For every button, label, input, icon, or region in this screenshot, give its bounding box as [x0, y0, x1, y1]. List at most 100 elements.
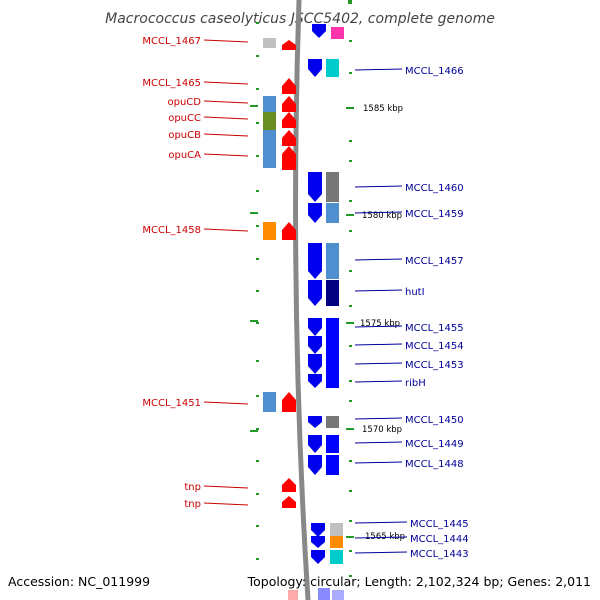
left-gene-leader [203, 153, 249, 157]
right-gene-category-box [326, 435, 339, 453]
minor-tick [349, 345, 352, 347]
right-gene-category-box [326, 336, 339, 354]
major-tick [250, 320, 258, 322]
major-tick [346, 322, 354, 324]
left-gene-arrow [282, 96, 296, 112]
right-gene-label: hutI [405, 287, 425, 298]
minor-tick [256, 525, 259, 527]
left-gene-label: MCCL_1465 [142, 78, 201, 89]
left-gene-leader [203, 133, 249, 137]
minor-tick [349, 575, 352, 577]
left-gene-label: opuCA [168, 150, 201, 161]
left-gene-arrow [282, 146, 296, 170]
minor-tick [256, 493, 259, 495]
left-gene-label: opuCD [168, 97, 202, 108]
right-gene-category-box [326, 243, 339, 279]
minor-tick [256, 428, 259, 430]
left-gene-category-box [263, 222, 276, 240]
left-gene-label: MCCL_1451 [142, 398, 201, 409]
right-gene-category-box [326, 354, 339, 374]
right-gene-leader [354, 417, 403, 420]
left-gene-leader [203, 485, 249, 489]
left-gene-arrow [282, 40, 296, 50]
right-gene-leader [354, 258, 403, 261]
minor-tick [349, 400, 352, 402]
minor-tick [349, 200, 352, 202]
left-gene-leader [203, 39, 249, 43]
right-gene-leader [354, 380, 403, 383]
right-gene-arrow [308, 435, 322, 453]
left-gene-label: MCCL_1467 [142, 36, 201, 47]
left-gene-category-box [263, 96, 276, 112]
minor-tick [256, 225, 259, 227]
left-gene-leader [203, 81, 249, 85]
right-gene-arrow [308, 455, 322, 475]
minor-tick [349, 380, 352, 382]
left-gene-label: opuCC [168, 113, 201, 124]
minor-tick [348, 0, 352, 4]
left-gene-label: tnp [184, 482, 201, 493]
minor-tick [256, 360, 259, 362]
right-gene-category-box [326, 280, 339, 306]
topology-label: Topology: circular; Length: 2,102,324 bp… [247, 574, 591, 589]
right-gene-category-box [326, 59, 339, 77]
right-gene-arrow [308, 374, 322, 388]
major-tick [250, 430, 258, 432]
right-gene-category-box [330, 536, 343, 548]
minor-tick [256, 258, 259, 260]
right-gene-leader [354, 325, 403, 328]
right-gene-label: MCCL_1457 [405, 256, 464, 267]
right-gene-label: MCCL_1454 [405, 341, 464, 352]
right-gene-leader [354, 536, 408, 539]
minor-tick [256, 460, 259, 462]
right-gene-arrow-partial [318, 588, 330, 600]
right-gene-label: MCCL_1444 [410, 534, 469, 545]
right-gene-label: MCCL_1453 [405, 360, 464, 371]
right-gene-leader [354, 211, 403, 214]
minor-tick [256, 322, 259, 324]
right-gene-label: MCCL_1460 [405, 183, 464, 194]
right-gene-leader [354, 441, 403, 444]
right-gene-arrow [308, 318, 322, 336]
kbp-label: 1570 kbp [362, 425, 402, 435]
minor-tick [256, 558, 259, 560]
right-gene-leader [354, 185, 403, 188]
left-gene-arrow [282, 478, 296, 492]
major-tick [346, 428, 354, 430]
right-gene-arrow-partial [312, 24, 326, 38]
minor-tick [256, 55, 259, 57]
minor-tick [349, 520, 352, 522]
right-gene-category-box [326, 318, 339, 336]
left-gene-arrow-partial [288, 590, 298, 600]
right-gene-label: MCCL_1450 [405, 415, 464, 426]
right-gene-category-box [330, 523, 343, 537]
major-tick [250, 105, 258, 107]
right-gene-label: MCCL_1455 [405, 323, 464, 334]
right-gene-leader [354, 461, 403, 464]
left-gene-arrow [282, 130, 296, 146]
right-gene-label: ribH [405, 378, 426, 389]
right-gene-label: MCCL_1449 [405, 439, 464, 450]
minor-tick [349, 72, 352, 74]
right-gene-leader [354, 289, 403, 292]
right-gene-arrow [308, 59, 322, 77]
accession-label: Accession: NC_011999 [8, 574, 150, 589]
minor-tick [256, 22, 259, 24]
left-gene-category-box [263, 38, 276, 48]
right-gene-arrow [308, 243, 322, 279]
major-tick [346, 214, 354, 216]
kbp-label: 1585 kbp [363, 104, 403, 114]
left-gene-arrow [282, 496, 296, 508]
right-gene-label: MCCL_1443 [410, 549, 469, 560]
right-gene-category-box [326, 416, 339, 428]
kbp-label: 1575 kbp [360, 319, 400, 329]
right-gene-category-box-partial [332, 590, 344, 600]
right-gene-arrow [311, 523, 325, 537]
minor-tick [256, 122, 259, 124]
left-gene-label: tnp [184, 499, 201, 510]
left-gene-arrow [282, 392, 296, 412]
left-gene-label: opuCB [168, 130, 201, 141]
right-gene-leader [354, 343, 403, 346]
right-gene-category-box [326, 374, 339, 388]
right-gene-label: MCCL_1466 [405, 66, 464, 77]
